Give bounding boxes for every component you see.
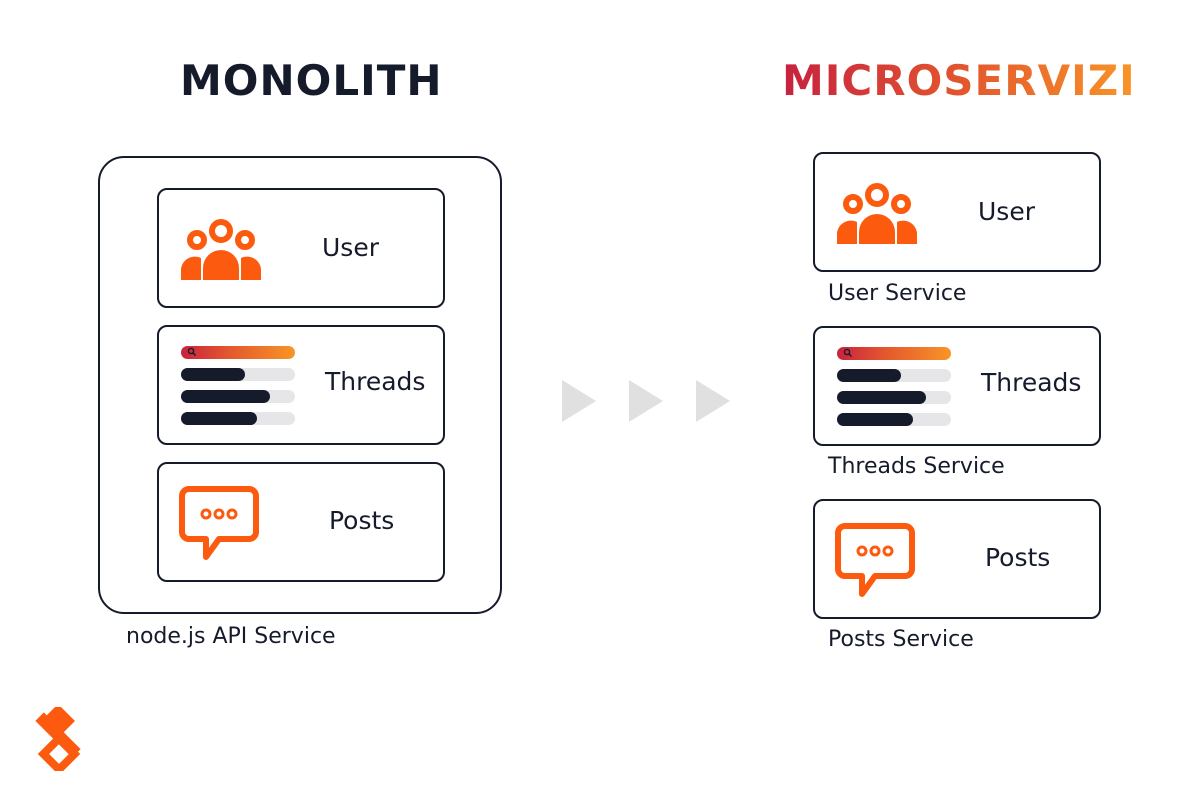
micro-posts-label: Posts (985, 543, 1051, 572)
search-bar (181, 346, 295, 359)
list-item (837, 369, 951, 382)
list-item-fill (181, 368, 245, 381)
search-icon (187, 347, 196, 356)
search-icon (843, 348, 852, 357)
list-item (837, 391, 951, 404)
chat-bubble-icon (835, 523, 915, 599)
list-item-fill (837, 391, 926, 404)
users-group-icon (181, 218, 261, 282)
monolith-posts-card: Posts (157, 462, 445, 582)
monolith-container (98, 156, 502, 614)
chat-bubble-icon (179, 486, 259, 562)
threads-list-icon (837, 347, 951, 427)
list-item-fill (837, 413, 914, 426)
monolith-user-card: User (157, 188, 445, 308)
list-item (181, 412, 295, 425)
microservices-title: MICROSERVIZI (782, 56, 1136, 105)
monolith-threads-card: Threads (157, 325, 445, 445)
micro-threads-label: Threads (981, 368, 1082, 397)
micro-posts-card: Posts (813, 499, 1101, 619)
list-item-fill (181, 390, 270, 403)
monolith-user-label: User (322, 233, 379, 262)
micro-threads-card: Threads (813, 326, 1101, 446)
search-bar (837, 347, 951, 360)
monolith-posts-label: Posts (329, 506, 395, 535)
threads-list-icon (181, 346, 295, 426)
list-item (181, 368, 295, 381)
micro-user-card: User (813, 152, 1101, 272)
monolith-threads-label: Threads (325, 367, 426, 396)
arrow-right-icon (696, 380, 730, 422)
threads-service-caption: Threads Service (828, 454, 1005, 479)
monolith-title: MONOLITH (180, 56, 443, 105)
list-item-fill (181, 412, 258, 425)
brand-logo-icon (35, 707, 81, 771)
list-item-fill (837, 369, 901, 382)
micro-user-label: User (978, 197, 1035, 226)
arrow-right-icon (562, 380, 596, 422)
transition-arrows (562, 380, 730, 422)
list-item (837, 413, 951, 426)
monolith-service-caption: node.js API Service (126, 624, 336, 649)
user-service-caption: User Service (828, 281, 967, 306)
users-group-icon (837, 182, 917, 246)
list-item (181, 390, 295, 403)
arrow-right-icon (629, 380, 663, 422)
posts-service-caption: Posts Service (828, 627, 974, 652)
